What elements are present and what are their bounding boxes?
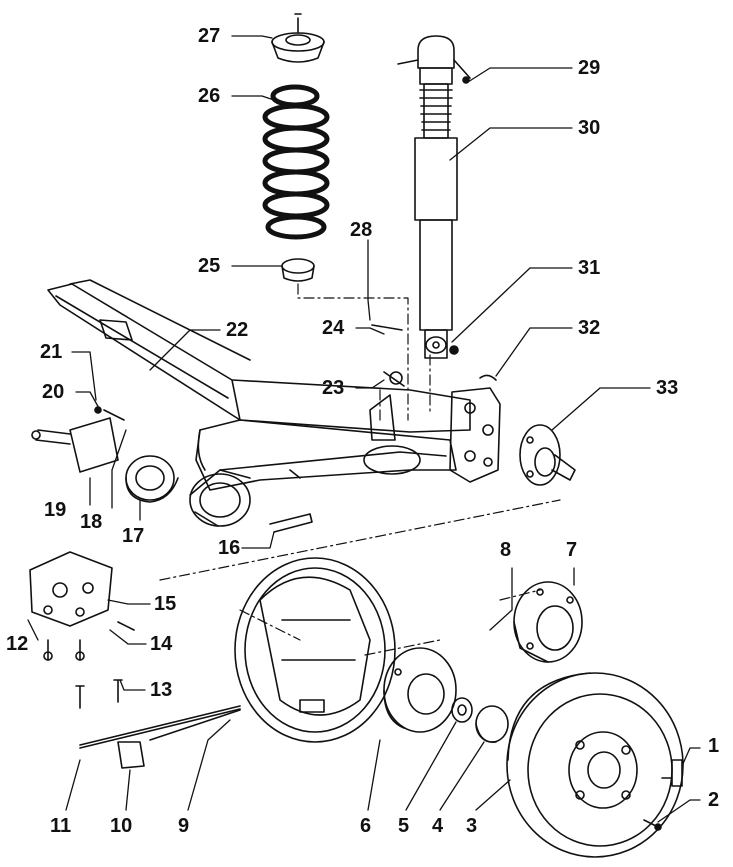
callout-15: 15	[154, 593, 177, 615]
callout-20: 20	[42, 381, 65, 403]
callout-11: 11	[50, 815, 72, 837]
rubber-bush	[125, 455, 179, 503]
callout-13: 13	[150, 679, 173, 701]
mounting-plate	[29, 551, 113, 627]
callout-23: 23	[322, 377, 345, 399]
callout-30: 30	[578, 117, 601, 139]
callout-31: 31	[578, 257, 601, 279]
callout-28: 28	[350, 219, 373, 241]
callout-27: 27	[198, 25, 221, 47]
cable-clip	[117, 741, 145, 769]
brake-cable	[79, 705, 241, 749]
coil-spring	[262, 84, 330, 240]
wheel-hub-bearing	[383, 647, 457, 733]
drum-retaining-screw	[643, 819, 662, 831]
callout-16: 16	[218, 537, 241, 559]
hub-flange	[513, 581, 583, 663]
spring-lower-seat	[281, 258, 315, 282]
stub-axle-plate	[449, 374, 501, 483]
callout-17: 17	[122, 525, 145, 547]
callout-9: 9	[178, 815, 190, 837]
spring-upper-seat	[271, 13, 325, 63]
callout-1: 1	[708, 735, 720, 757]
callout-33: 33	[656, 377, 679, 399]
callout-18: 18	[80, 511, 103, 533]
callout-21: 21	[40, 341, 63, 363]
shock-absorber	[397, 35, 471, 359]
callout-5: 5	[398, 815, 410, 837]
callout-10: 10	[110, 815, 133, 837]
callout-8: 8	[500, 539, 512, 561]
callout-25: 25	[198, 255, 221, 277]
bolts	[43, 621, 135, 709]
callout-19: 19	[44, 499, 67, 521]
brake-backplate	[149, 557, 396, 743]
spring-clip	[269, 513, 313, 533]
leader-lines	[27, 35, 701, 823]
callout-14: 14	[150, 633, 173, 655]
stub-axle	[519, 424, 576, 486]
callout-4: 4	[432, 815, 444, 837]
callout-3: 3	[466, 815, 478, 837]
rear-axle-beam	[47, 279, 471, 491]
callout-26: 26	[198, 85, 221, 107]
wheel-bolt	[661, 759, 683, 787]
axle-mount-bracket	[31, 406, 125, 473]
alignment-lines	[159, 283, 561, 656]
callout-2: 2	[708, 789, 720, 811]
thrust-washer	[451, 697, 473, 723]
grease-cap	[475, 705, 509, 743]
callout-29: 29	[578, 57, 601, 79]
callout-6: 6	[360, 815, 372, 837]
mounting-bracket	[369, 324, 405, 441]
callout-7: 7	[566, 539, 578, 561]
callout-32: 32	[578, 317, 601, 339]
callout-24: 24	[322, 317, 345, 339]
callout-12: 12	[6, 633, 29, 655]
axle-bushing-mount	[189, 469, 251, 527]
callout-22: 22	[226, 319, 249, 341]
